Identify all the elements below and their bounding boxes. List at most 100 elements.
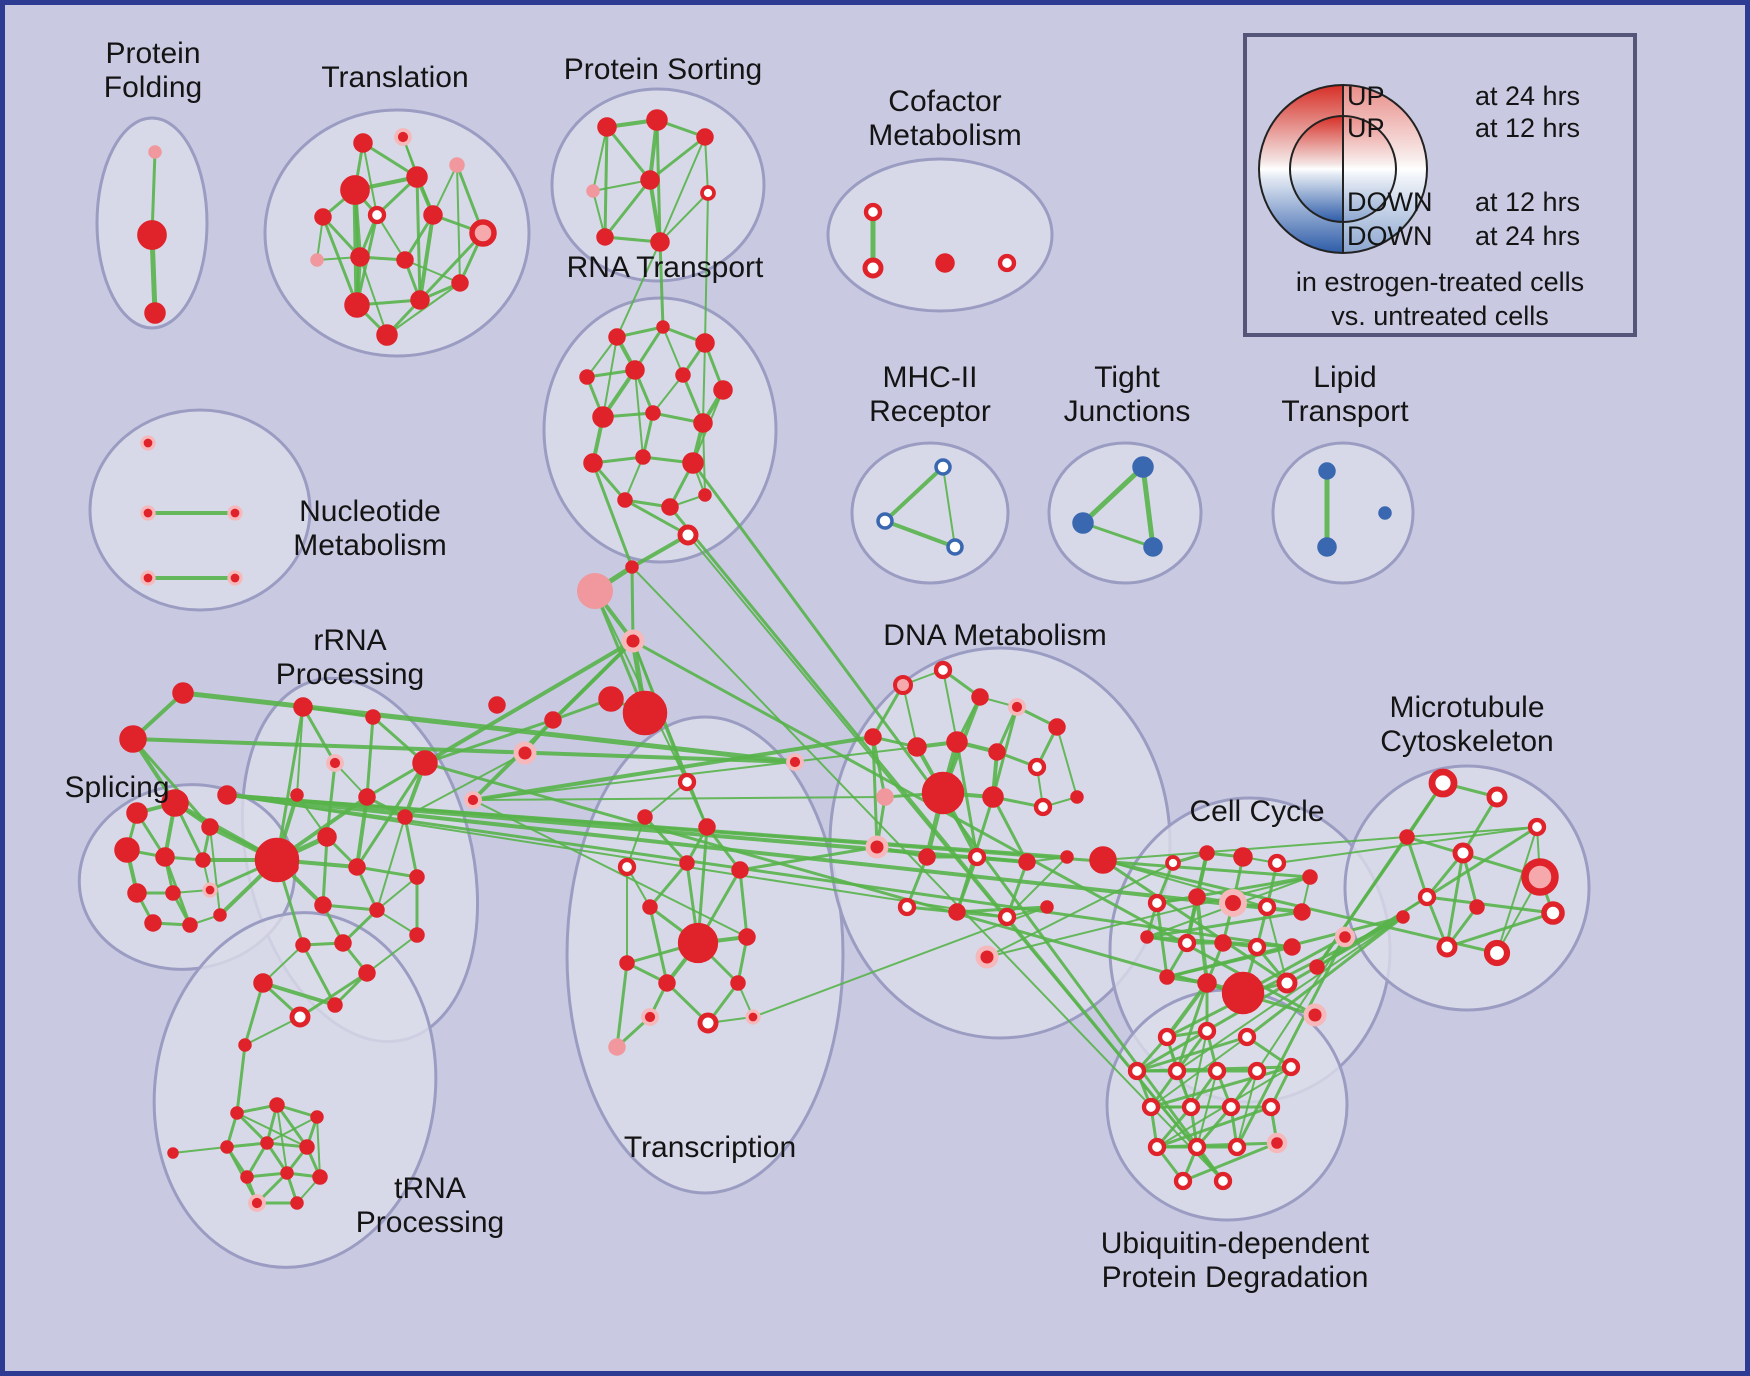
gene-node[interactable] bbox=[897, 897, 917, 917]
gene-node[interactable] bbox=[327, 997, 343, 1013]
gene-node[interactable] bbox=[140, 570, 156, 586]
gene-node[interactable] bbox=[344, 292, 370, 318]
gene-node[interactable] bbox=[367, 205, 387, 225]
gene-node[interactable] bbox=[280, 1166, 294, 1180]
gene-node[interactable] bbox=[1181, 1097, 1201, 1117]
gene-node[interactable] bbox=[290, 1196, 304, 1210]
gene-node[interactable] bbox=[1334, 926, 1356, 948]
gene-node[interactable] bbox=[148, 145, 162, 159]
gene-node[interactable] bbox=[693, 413, 713, 433]
gene-node[interactable] bbox=[1396, 910, 1410, 924]
gene-node[interactable] bbox=[1018, 853, 1036, 871]
gene-node[interactable] bbox=[696, 128, 714, 146]
gene-node[interactable] bbox=[365, 709, 381, 725]
gene-node[interactable] bbox=[948, 903, 966, 921]
gene-node[interactable] bbox=[946, 538, 964, 556]
gene-node[interactable] bbox=[358, 788, 376, 806]
gene-node[interactable] bbox=[195, 852, 211, 868]
gene-node[interactable] bbox=[240, 1170, 254, 1184]
gene-node[interactable] bbox=[865, 835, 889, 859]
gene-node[interactable] bbox=[1147, 893, 1167, 913]
gene-node[interactable] bbox=[201, 818, 219, 836]
gene-node[interactable] bbox=[1207, 1061, 1227, 1081]
gene-node[interactable] bbox=[1436, 936, 1458, 958]
gene-node[interactable] bbox=[127, 883, 147, 903]
gene-node[interactable] bbox=[409, 869, 425, 885]
gene-node[interactable] bbox=[1486, 786, 1508, 808]
gene-node[interactable] bbox=[1261, 1097, 1281, 1117]
gene-node[interactable] bbox=[172, 682, 194, 704]
gene-node[interactable] bbox=[1147, 1137, 1167, 1157]
gene-node[interactable] bbox=[1214, 934, 1232, 952]
gene-node[interactable] bbox=[713, 380, 733, 400]
gene-node[interactable] bbox=[220, 1140, 234, 1154]
gene-node[interactable] bbox=[1197, 1021, 1217, 1041]
gene-node[interactable] bbox=[1257, 897, 1277, 917]
gene-node[interactable] bbox=[786, 753, 804, 771]
gene-node[interactable] bbox=[289, 1006, 311, 1028]
gene-node[interactable] bbox=[677, 922, 719, 964]
gene-node[interactable] bbox=[293, 697, 313, 717]
gene-node[interactable] bbox=[640, 170, 660, 190]
gene-node[interactable] bbox=[1521, 858, 1559, 896]
gene-node[interactable] bbox=[876, 512, 894, 530]
gene-node[interactable] bbox=[260, 1136, 274, 1150]
gene-node[interactable] bbox=[988, 743, 1006, 761]
gene-node[interactable] bbox=[1132, 456, 1154, 478]
gene-node[interactable] bbox=[982, 786, 1004, 808]
gene-node[interactable] bbox=[144, 302, 166, 324]
gene-node[interactable] bbox=[656, 320, 670, 334]
gene-node[interactable] bbox=[326, 754, 344, 772]
gene-node[interactable] bbox=[661, 498, 679, 516]
gene-node[interactable] bbox=[1283, 938, 1301, 956]
gene-node[interactable] bbox=[464, 791, 482, 809]
gene-node[interactable] bbox=[1143, 537, 1163, 557]
gene-node[interactable] bbox=[1070, 790, 1084, 804]
gene-node[interactable] bbox=[340, 175, 370, 205]
gene-node[interactable] bbox=[140, 435, 156, 451]
gene-node[interactable] bbox=[1276, 972, 1298, 994]
gene-node[interactable] bbox=[1048, 718, 1066, 736]
gene-node[interactable] bbox=[1233, 847, 1253, 867]
gene-node[interactable] bbox=[658, 974, 676, 992]
gene-node[interactable] bbox=[625, 560, 639, 574]
gene-node[interactable] bbox=[348, 858, 366, 876]
gene-node[interactable] bbox=[1302, 869, 1318, 885]
gene-node[interactable] bbox=[314, 208, 332, 226]
gene-node[interactable] bbox=[155, 847, 175, 867]
gene-node[interactable] bbox=[1177, 933, 1197, 953]
gene-node[interactable] bbox=[738, 928, 756, 946]
gene-node[interactable] bbox=[619, 955, 635, 971]
gene-node[interactable] bbox=[697, 1012, 719, 1034]
gene-node[interactable] bbox=[310, 253, 324, 267]
gene-node[interactable] bbox=[202, 882, 218, 898]
gene-node[interactable] bbox=[254, 837, 300, 883]
gene-node[interactable] bbox=[334, 934, 352, 952]
gene-node[interactable] bbox=[137, 220, 167, 250]
gene-node[interactable] bbox=[1267, 853, 1287, 873]
gene-node[interactable] bbox=[1237, 1027, 1257, 1047]
gene-node[interactable] bbox=[248, 1194, 266, 1212]
gene-node[interactable] bbox=[412, 750, 438, 776]
gene-node[interactable] bbox=[469, 219, 497, 247]
gene-node[interactable] bbox=[409, 927, 425, 943]
gene-node[interactable] bbox=[642, 899, 658, 915]
gene-node[interactable] bbox=[1141, 1097, 1161, 1117]
gene-node[interactable] bbox=[451, 274, 469, 292]
gene-node[interactable] bbox=[1165, 855, 1181, 871]
gene-node[interactable] bbox=[971, 688, 989, 706]
gene-node[interactable] bbox=[269, 1097, 285, 1113]
gene-node[interactable] bbox=[1399, 829, 1415, 845]
gene-node[interactable] bbox=[579, 369, 595, 385]
gene-node[interactable] bbox=[299, 1139, 315, 1155]
gene-node[interactable] bbox=[295, 937, 311, 953]
gene-node[interactable] bbox=[1221, 1097, 1241, 1117]
gene-node[interactable] bbox=[1303, 1003, 1327, 1027]
gene-node[interactable] bbox=[1218, 888, 1248, 918]
gene-node[interactable] bbox=[227, 570, 243, 586]
gene-node[interactable] bbox=[253, 973, 273, 993]
gene-node[interactable] bbox=[423, 205, 443, 225]
gene-node[interactable] bbox=[935, 253, 955, 273]
gene-node[interactable] bbox=[596, 228, 614, 246]
gene-node[interactable] bbox=[967, 847, 987, 867]
